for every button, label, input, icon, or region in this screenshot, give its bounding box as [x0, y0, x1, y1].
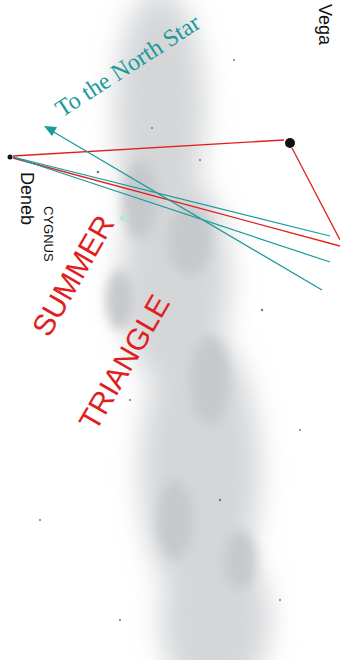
- star-name: Deneb: [18, 172, 36, 225]
- star-name: Vega: [316, 4, 334, 45]
- asterism-name: SUMMER: [27, 211, 120, 341]
- vega-star: [285, 138, 295, 148]
- nebula: [120, 215, 128, 221]
- deneb-star: [8, 155, 13, 160]
- constellation-name: CYGNUS: [42, 206, 55, 262]
- faint-stars: [39, 59, 301, 621]
- summer-triangle-lines: [13, 140, 340, 246]
- cygnus-lines: [13, 157, 330, 262]
